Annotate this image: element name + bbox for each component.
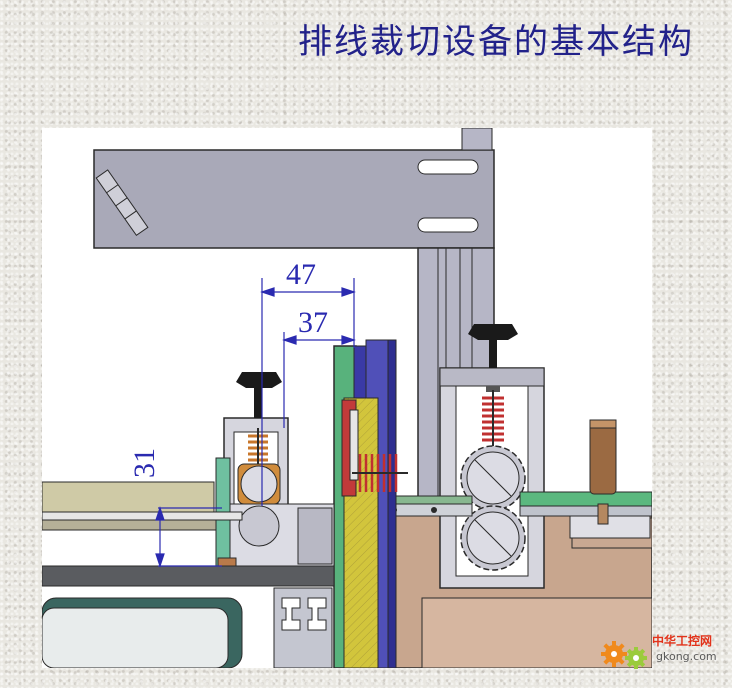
left-upper-roller [237,463,281,505]
dimension-31: 31 [128,448,161,478]
brown-pin [589,419,617,525]
watermark-en: gkong.com [656,650,717,663]
cutter-spring [352,454,408,492]
cutter-plates [333,339,397,668]
left-knob [236,372,282,418]
dimension-37: 37 [298,306,328,339]
right-knob [468,324,518,392]
aluminum-profile [273,587,333,668]
top-bracket-plate [93,149,495,249]
watermark-cn: 中华工控网 [652,634,713,648]
green-conveyor-plate [519,491,652,539]
dimension-lines [155,278,356,568]
slide-title: 排线裁切设备的基本结构 [298,22,694,62]
left-spring [248,428,268,470]
right-upper-roller [460,445,526,511]
dimension-47: 47 [286,258,316,291]
right-spring [482,390,504,448]
mechanism-diagram: 47 37 31 [42,128,652,668]
gear-icon [601,641,647,669]
left-rail [42,481,335,668]
watermark-logo: 中华工控网 gkong.com [598,630,728,682]
right-lower-roller [460,505,526,571]
